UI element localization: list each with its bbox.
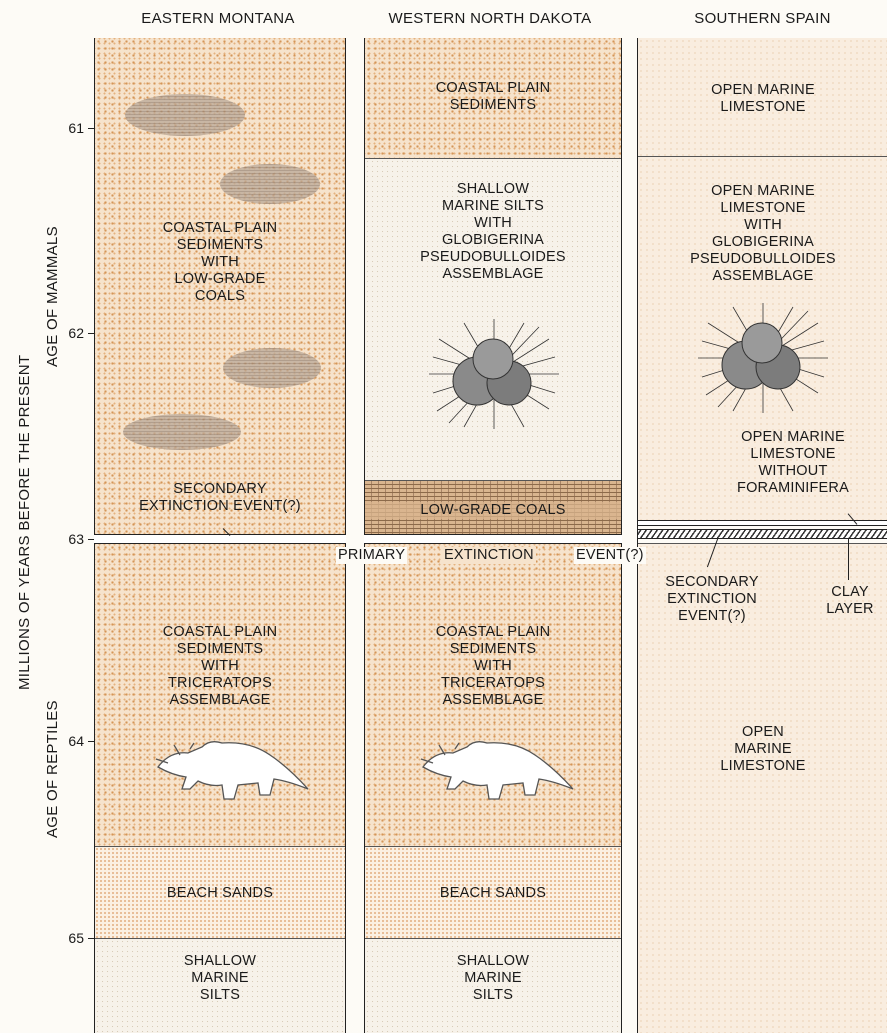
montana-beach-sands-label: BEACH SANDS: [95, 885, 345, 902]
column-header-eastern-montana: EASTERN MONTANA: [92, 10, 344, 27]
spain-secondary-event-label: SECONDARY EXTINCTION EVENT(?): [652, 574, 772, 625]
dakota-coastal-top-label: COASTAL PLAIN SEDIMENTS: [365, 80, 621, 114]
primary-event-word-1: PRIMARY: [336, 547, 407, 564]
spain-open-marine-top: OPEN MARINE LIMESTONE: [638, 38, 887, 156]
spain-open-marine-lower: SECONDARY EXTINCTION EVENT(?) CLAY LAYER…: [638, 543, 887, 1033]
foraminifera-icon: [429, 319, 559, 429]
spain-top-label: OPEN MARINE LIMESTONE: [638, 82, 887, 116]
tick-label-61: 61: [54, 120, 84, 136]
boundary-band-montana: [94, 534, 346, 544]
boundary-band-spain-upper: [638, 520, 887, 526]
coal-lens: [123, 414, 241, 450]
foraminifera-icon: [698, 303, 828, 413]
tick-label-64: 64: [54, 733, 84, 749]
dakota-coastal-lower-label: COASTAL PLAIN SEDIMENTS WITH TRICERATOPS…: [365, 624, 621, 709]
dakota-silts-label: SHALLOW MARINE SILTS: [365, 953, 621, 1004]
tick-label-62: 62: [54, 325, 84, 341]
dakota-shallow-marine-silts: SHALLOW MARINE SILTS: [365, 938, 621, 1033]
axis-title: MILLIONS OF YEARS BEFORE THE PRESENT: [16, 355, 33, 690]
spain-without-foram-label: OPEN MARINE LIMESTONE WITHOUT FORAMINIFE…: [688, 429, 887, 497]
montana-coastal-lower-label: COASTAL PLAIN SEDIMENTS WITH TRICERATOPS…: [95, 624, 345, 709]
axis-label-reptiles: AGE OF REPTILES: [44, 700, 61, 838]
spain-lower-label: OPEN MARINE LIMESTONE: [638, 724, 887, 775]
dakota-shallow-marine-label: SHALLOW MARINE SILTS WITH GLOBIGERINA PS…: [365, 181, 621, 283]
montana-coastal-lower: COASTAL PLAIN SEDIMENTS WITH TRICERATOPS…: [95, 543, 345, 847]
coal-lens: [220, 164, 320, 204]
dakota-coals-label: LOW-GRADE COALS: [365, 502, 621, 519]
spain-globigerina-label: OPEN MARINE LIMESTONE WITH GLOBIGERINA P…: [638, 183, 887, 285]
tick-label-65: 65: [54, 930, 84, 946]
montana-coastal-upper-label: COASTAL PLAIN SEDIMENTS WITH LOW-GRADE C…: [95, 220, 345, 305]
tick-label-63: 63: [54, 531, 84, 547]
primary-event-word-2: EXTINCTION: [442, 547, 536, 564]
dakota-coastal-lower: COASTAL PLAIN SEDIMENTS WITH TRICERATOPS…: [365, 543, 621, 847]
montana-shallow-marine-silts: SHALLOW MARINE SILTS: [95, 938, 345, 1033]
dakota-beach-sands-label: BEACH SANDS: [365, 885, 621, 902]
leader-line-spain-clay: [848, 538, 849, 580]
montana-coastal-upper: COASTAL PLAIN SEDIMENTS WITH LOW-GRADE C…: [95, 38, 345, 535]
triceratops-icon: [150, 729, 310, 809]
axis-label-mammals: AGE OF MAMMALS: [44, 226, 61, 367]
column-header-western-north-dakota: WESTERN NORTH DAKOTA: [350, 10, 630, 27]
boundary-band-dakota: [364, 534, 622, 544]
coal-lens: [223, 348, 321, 388]
montana-secondary-event-label: SECONDARY EXTINCTION EVENT(?): [95, 481, 345, 515]
dakota-low-grade-coals: LOW-GRADE COALS: [365, 480, 621, 537]
dakota-beach-sands: BEACH SANDS: [365, 846, 621, 939]
triceratops-icon: [415, 729, 575, 809]
coal-lens: [125, 94, 245, 136]
spain-globigerina: OPEN MARINE LIMESTONE WITH GLOBIGERINA P…: [638, 156, 887, 523]
primary-event-word-3: EVENT(?): [574, 547, 646, 564]
clay-layer-band: [638, 529, 887, 539]
dakota-shallow-marine: SHALLOW MARINE SILTS WITH GLOBIGERINA PS…: [365, 158, 621, 481]
spain-clay-label: CLAY LAYER: [810, 584, 887, 618]
column-header-southern-spain: SOUTHERN SPAIN: [638, 10, 887, 27]
dakota-coastal-top: COASTAL PLAIN SEDIMENTS: [365, 38, 621, 158]
montana-beach-sands: BEACH SANDS: [95, 846, 345, 939]
montana-silts-label: SHALLOW MARINE SILTS: [95, 953, 345, 1004]
